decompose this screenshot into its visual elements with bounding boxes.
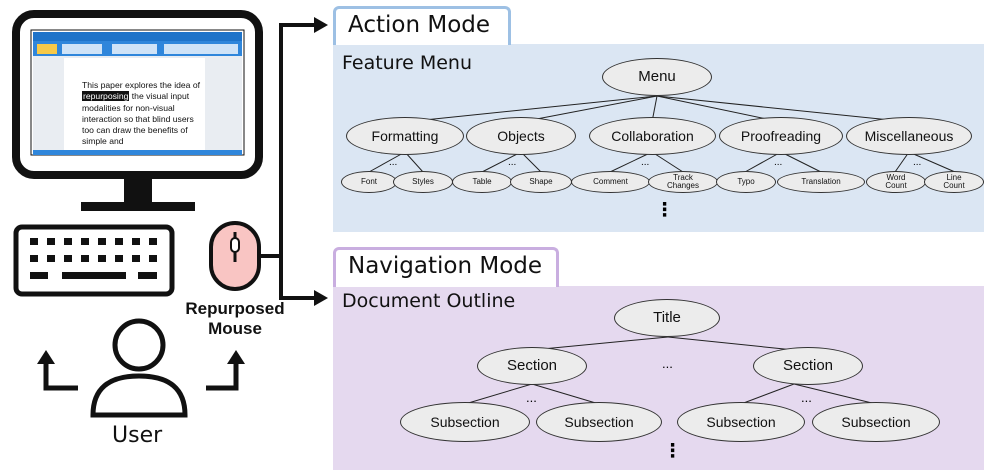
ellipsis-collaboration: ... xyxy=(641,157,650,168)
ellipsis-miscellaneous: ... xyxy=(913,157,922,168)
outline-section-node-1: Section xyxy=(477,347,587,385)
ellipsis-proofreading: ... xyxy=(774,157,783,168)
outline-subsection-node-1: Subsection xyxy=(400,402,530,442)
arrow-to-navigation-mode xyxy=(314,290,328,306)
category-node-miscellaneous: Miscellaneous xyxy=(846,117,972,155)
leaf-node-table: Table xyxy=(452,171,512,193)
screen-document-text: This paper explores the idea of repurpos… xyxy=(82,80,207,148)
outline-section-node-2: Section xyxy=(753,347,863,385)
category-node-formatting: Formatting xyxy=(346,117,464,155)
category-node-proofreading: Proofreading xyxy=(719,117,843,155)
outline-subsection-node-3: Subsection xyxy=(677,402,805,442)
action-mode-tab: Action Mode xyxy=(333,6,511,45)
arrow-up-right xyxy=(227,350,245,364)
doc-text-highlight: repurposing xyxy=(82,91,130,102)
category-node-objects: Objects xyxy=(466,117,576,155)
leaf-node-line-count: Line Count xyxy=(924,171,984,193)
menu-root-node: Menu xyxy=(602,58,712,96)
leaf-node-styles: Styles xyxy=(393,171,453,193)
repurposed-mouse-label: Repurposed Mouse xyxy=(185,299,285,339)
doc-text-before: This paper explores the idea of xyxy=(82,80,200,90)
mouse-icon xyxy=(209,221,261,291)
leaf-node-track-changes: Track Changes xyxy=(648,171,718,193)
document-outline-more-indicator: ⋮ xyxy=(663,441,682,462)
user-label: User xyxy=(112,423,163,448)
outline-subsection-node-4: Subsection xyxy=(812,402,940,442)
leaf-node-word-count: Word Count xyxy=(866,171,926,193)
leaf-node-font: Font xyxy=(341,171,397,193)
user-input-arrows xyxy=(43,362,239,391)
feature-menu-more-indicator: ⋮ xyxy=(655,200,674,221)
leaf-node-typo: Typo xyxy=(716,171,776,193)
ellipsis-subsections-2: ... xyxy=(801,390,812,405)
leaf-node-translation: Translation xyxy=(777,171,865,193)
leaf-node-comment: Comment xyxy=(571,171,650,193)
user-icon xyxy=(90,318,188,418)
keyboard-icon xyxy=(13,224,175,297)
feature-menu-title: Feature Menu xyxy=(342,52,473,74)
ellipsis-objects: ... xyxy=(508,157,517,168)
document-outline-title: Document Outline xyxy=(342,290,516,312)
category-node-collaboration: Collaboration xyxy=(589,117,716,155)
ellipsis-subsections-1: ... xyxy=(526,390,537,405)
navigation-mode-tab: Navigation Mode xyxy=(333,247,559,287)
outline-subsection-node-2: Subsection xyxy=(536,402,662,442)
arrow-up-left xyxy=(37,350,55,364)
ellipsis-sections: ... xyxy=(662,356,673,371)
outline-root-title-node: Title xyxy=(614,299,720,337)
arrow-to-action-mode xyxy=(314,17,328,33)
doc-text-after: the visual input modalities for non-visu… xyxy=(82,91,194,147)
ellipsis-formatting: ... xyxy=(389,157,398,168)
monitor-icon xyxy=(12,10,263,211)
leaf-node-shape: Shape xyxy=(510,171,572,193)
mode-arrows xyxy=(259,23,318,300)
feature-menu-edges xyxy=(368,95,956,173)
